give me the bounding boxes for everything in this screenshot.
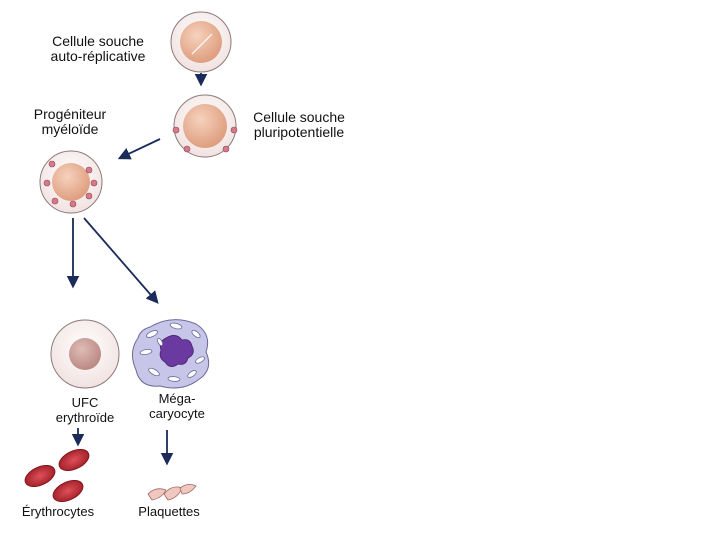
megakaryocyte-nucleus (159, 335, 194, 367)
megakaryocyte-cell (132, 319, 210, 389)
label-erythrocytes: Érythrocytes (21, 504, 95, 519)
division-line (191, 33, 213, 55)
erythrocyte (52, 480, 84, 502)
self-renewing-stem-cell (170, 11, 232, 73)
label-line: Méga- (158, 391, 196, 406)
granule (90, 179, 98, 187)
myeloid-progenitor-cell (39, 150, 103, 214)
label-line: Cellule souche (253, 109, 345, 125)
label-line: pluripotentielle (253, 124, 345, 140)
arrow-to-megakaryocyte (83, 217, 159, 304)
platelet-granules (139, 322, 205, 382)
granule (48, 160, 56, 168)
pluripotent-stem-cell (172, 94, 238, 158)
platelet (179, 484, 197, 495)
label-myeloid-progenitor: Progéniteur myéloïde (14, 107, 126, 137)
label-pluripotent-stem-cell: Cellule souche pluripotentielle (232, 110, 366, 140)
label-line: Cellule souche (52, 33, 144, 49)
granule (172, 126, 180, 134)
granule (43, 179, 51, 187)
granule (85, 192, 93, 200)
label-platelets: Plaquettes (138, 504, 200, 519)
label-line: erythroïde (55, 410, 115, 425)
label-line: Progéniteur (33, 106, 107, 122)
granule (51, 197, 59, 205)
label-line: caryocyte (149, 406, 205, 421)
label-line: UFC (71, 395, 99, 410)
label-cfu-e: UFC erythroïde (40, 395, 130, 425)
granule (183, 145, 191, 153)
granule (230, 126, 238, 134)
platelet (163, 486, 183, 501)
label-line: auto-réplicative (50, 48, 146, 64)
label-megakaryocyte: Méga- caryocyte (132, 391, 222, 421)
arrow-to-myeloid-progenitor (117, 138, 161, 160)
erythrocyte (24, 465, 56, 487)
erythrocyte (58, 449, 90, 471)
granule (222, 145, 230, 153)
cfu-e-cell (50, 319, 120, 389)
granule (69, 200, 77, 208)
platelet (147, 488, 167, 501)
label-self-renewing-stem-cell: Cellule souche auto-réplicative (28, 34, 168, 64)
granule (85, 166, 93, 174)
platelets-cells (147, 484, 197, 501)
erythrocytes-cells (24, 449, 90, 502)
label-line: myéloïde (41, 121, 99, 137)
